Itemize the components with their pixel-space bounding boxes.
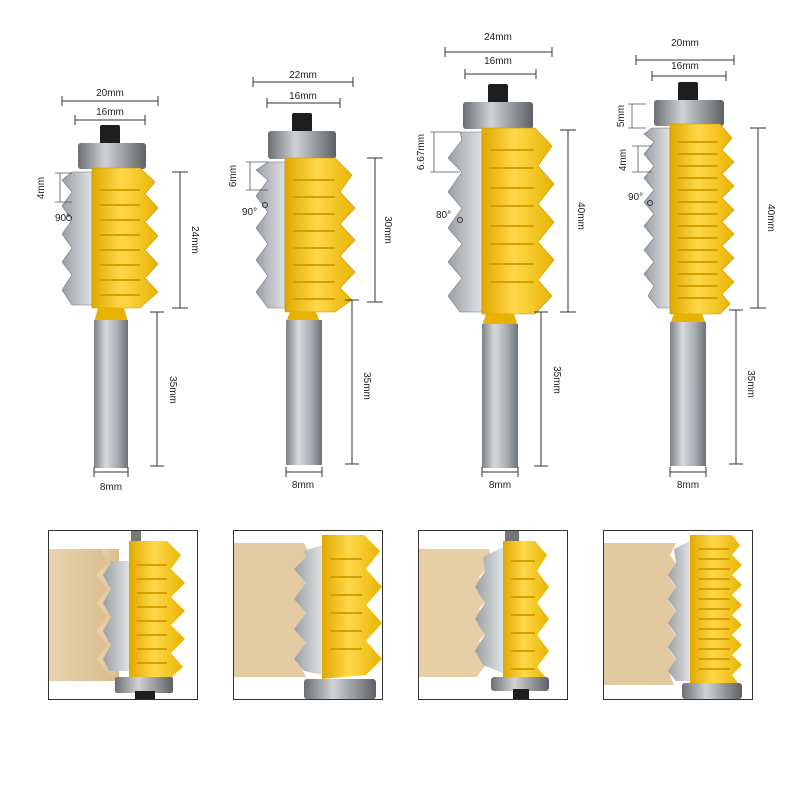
nut-icon — [292, 113, 312, 133]
height-label: 24mm — [189, 226, 200, 254]
bearing-width-label: 16mm — [671, 61, 699, 72]
shank-icon — [286, 320, 322, 465]
step-label: 4mm — [36, 177, 47, 199]
step-label: 6.67mm — [416, 134, 427, 170]
bearing-icon — [654, 100, 724, 126]
nut-icon — [678, 82, 698, 102]
nut-icon — [488, 84, 508, 104]
bearing-width-label: 16mm — [96, 107, 124, 118]
angle-label: 90° — [628, 192, 643, 203]
top-width-label: 24mm — [484, 32, 512, 43]
router-bit-1: 20mm 16mm 4mm 90° 24mm — [36, 88, 200, 493]
shank-dia-label: 8mm — [292, 480, 314, 491]
wood-joint-icon — [49, 531, 185, 699]
bearing-icon — [463, 102, 533, 129]
wood-joint-icon — [234, 535, 382, 699]
shank-length-label: 35mm — [745, 370, 756, 398]
wood-joint-panel-4 — [603, 530, 753, 700]
shank-icon — [670, 322, 706, 466]
shank-dia-label: 8mm — [677, 480, 699, 491]
bearing-icon — [268, 131, 336, 159]
nut-icon — [100, 125, 120, 145]
top-width-label: 20mm — [671, 38, 699, 49]
top-width-label: 20mm — [96, 88, 124, 99]
wood-joint-panel-2 — [233, 530, 383, 700]
shank-dia-label: 8mm — [100, 482, 122, 493]
height-label: 30mm — [382, 216, 393, 244]
shank-dia-label: 8mm — [489, 480, 511, 491]
wood-joint-icon — [604, 535, 742, 699]
router-bit-3: 24mm 16mm 6.67mm 80° 40mm 35mm — [416, 32, 586, 491]
shank-icon — [482, 324, 518, 468]
shank-length-label: 35mm — [361, 372, 372, 400]
step-label: 6mm — [228, 165, 239, 187]
shank-length-label: 35mm — [167, 376, 178, 404]
angle-label: 80° — [436, 210, 451, 221]
shank-icon — [94, 320, 128, 468]
angle-label: 90° — [242, 207, 257, 218]
height-label: 40mm — [575, 202, 586, 230]
step-label: 4mm — [618, 149, 629, 171]
wood-joint-panel-3 — [418, 530, 568, 700]
wood-joint-icon — [419, 531, 549, 699]
router-bit-4: 20mm 16mm 5mm 4mm 90° 40mm — [616, 38, 776, 491]
shank-length-label: 35mm — [551, 366, 562, 394]
wood-joint-panel-1 — [48, 530, 198, 700]
height-label: 40mm — [765, 204, 776, 232]
top-offset-label: 5mm — [616, 105, 627, 127]
bearing-width-label: 16mm — [484, 56, 512, 67]
router-bit-2: 22mm 16mm 6mm 90° 30mm 35mm — [228, 70, 393, 491]
bearing-width-label: 16mm — [289, 91, 317, 102]
bearing-icon — [78, 143, 146, 169]
top-width-label: 22mm — [289, 70, 317, 81]
angle-label: 90° — [55, 213, 70, 224]
